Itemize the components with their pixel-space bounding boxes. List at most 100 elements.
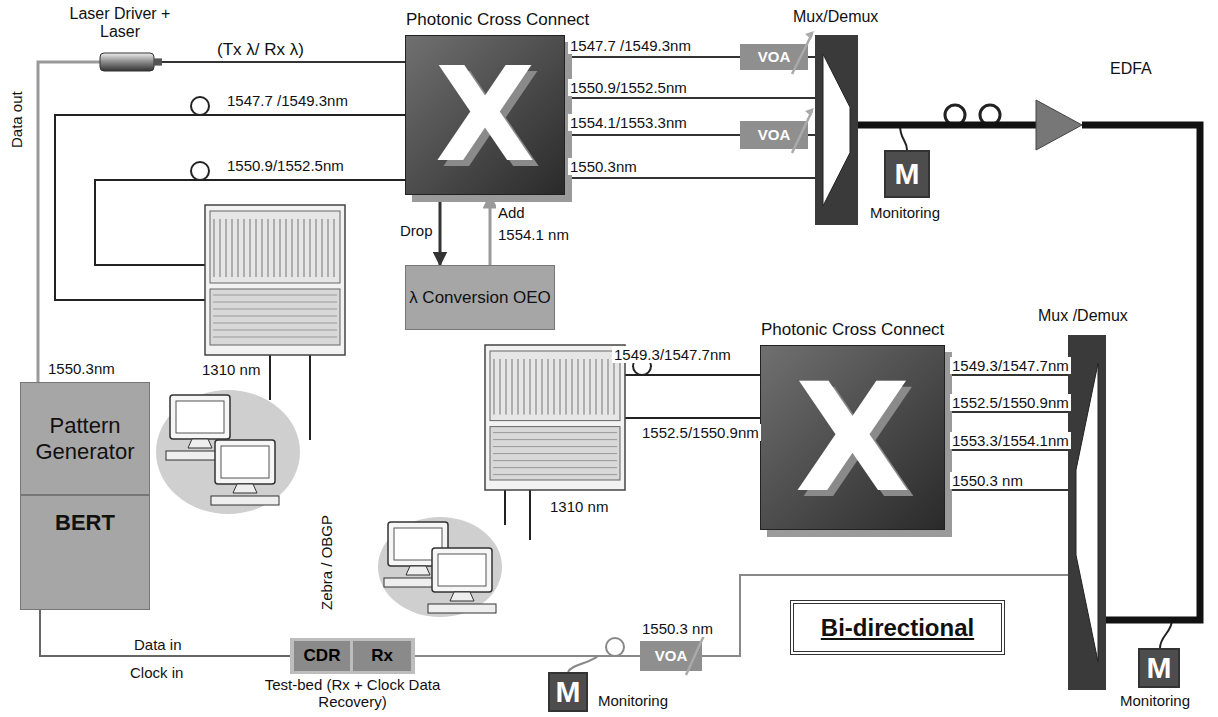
node-text: Pattern Generator [21,413,149,464]
drawing-part [214,219,215,277]
drawing-part [274,219,275,277]
node-shape [1068,335,1106,690]
node-voa: VOA [740,44,808,70]
node-text: BERT [55,510,115,535]
node-text: M [1147,653,1172,683]
drawing-part [438,554,486,586]
node-voa: VOA [640,641,702,671]
drawing-part [493,460,617,461]
connector [565,177,815,179]
node-text: VOA [655,647,688,664]
drawing-part [506,359,507,415]
edge-label: 1553.3/1554.1nm [950,432,1071,449]
node-shape [100,53,162,71]
drawing-part [238,219,239,277]
drawing-part [584,359,585,415]
drawing-part [213,309,337,310]
node-tb: Test-bed (Rx + Clock Data Recovery)CDRRx [290,638,415,674]
cloud-backdrop [378,517,502,617]
drawing-part [450,592,474,601]
annotation-label: 1550.3 nm [640,620,715,637]
computer-icon [211,440,279,505]
annotation-label: 1310 nm [548,498,610,515]
node-text: Mux/Demux [793,8,878,26]
drawing-part [213,337,337,338]
connector [489,195,492,265]
node-shape [1036,100,1082,150]
node-text: Test-bed (Rx + Clock Data Recovery) [260,676,445,711]
drawing-part [244,219,245,277]
monitor-tap [1160,620,1172,648]
drawing-part [250,219,251,277]
drawing-part [432,548,492,592]
drawing-part [608,359,609,415]
node-m: MMonitoring [1138,648,1180,688]
node-gbox: λ Conversion OEO [405,265,555,330]
drawing-part [268,219,269,277]
drawing-part [524,359,525,415]
router-rack [205,205,345,355]
drawing-part [512,359,513,415]
drawing-part [316,219,317,277]
node-text: Mux /Demux [1038,307,1128,325]
node-laser: Laser Driver + Laser [100,53,162,71]
connector [411,655,640,657]
drawing-part [232,219,233,277]
drawing-part [334,219,335,277]
connector [945,489,1068,491]
node-pxc: Photonic Cross ConnectX [760,345,945,530]
cloud-backdrop [156,390,300,514]
connector [565,134,740,136]
drawing-part [560,359,561,415]
drawing-part [176,401,224,433]
monitor-tap [568,656,598,672]
drawing-part [493,446,617,447]
ethernet-line [529,490,531,540]
connector [162,61,405,63]
drawing-part [542,359,543,415]
drawing-part [211,496,279,505]
drawing-part [590,359,591,415]
annotation-label: 1554.1 nm [496,226,571,243]
drawing-part [490,427,620,480]
drawing-part [500,359,501,415]
connector [38,62,100,382]
edge-label: 1549.3/1547.7nm [950,357,1071,374]
drawing-part [328,219,329,277]
drawing-part [310,219,311,277]
drawing-part [213,295,337,296]
drawing-part [170,395,230,439]
node-text: X [435,50,535,180]
drawing-part [292,219,293,277]
node-bi: Bi-directional [790,600,1005,655]
connector [40,610,294,656]
node-text: CDR [304,646,341,666]
edge-label: 1552.5/1550.9nm [950,394,1071,411]
drawing-part [493,432,617,433]
drawing-part [485,345,625,490]
router-rack [485,345,625,490]
ethernet-line [269,355,271,400]
monitor-tap [900,125,907,150]
node-inner: CDR [294,641,350,671]
annotation-label: 1549.3/1547.7nm [612,346,733,363]
connector [858,122,1036,129]
drawing-part [536,359,537,415]
node-voa: VOA [740,121,808,149]
drawing-part [215,440,275,484]
ethernet-line [504,490,506,525]
edge-label: 1550.3 nm [950,472,1025,489]
node-shape [815,35,858,225]
drawing-part [233,484,257,493]
drawing-part [530,359,531,415]
node-text: Rx [371,646,393,666]
computer-icon [428,548,496,613]
annotation-label: 1552.5/1550.9nm [640,424,761,441]
drawing-part [213,330,337,331]
node-text: λ Conversion OEO [409,288,551,308]
node-m: MMonitoring [548,672,588,712]
drawing-part [602,359,603,415]
drawing-part [213,302,337,303]
drawing-part [428,604,496,613]
